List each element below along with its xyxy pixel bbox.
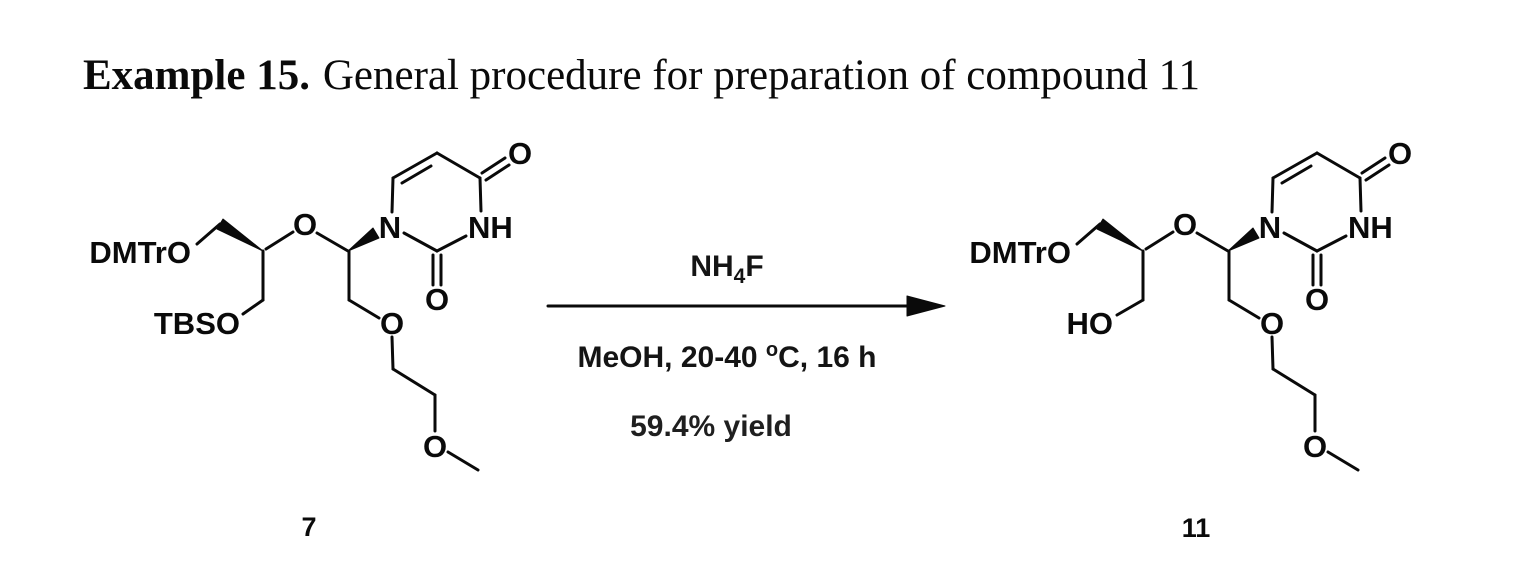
conditions-post: C, 16 h — [778, 341, 877, 374]
title-text: General procedure for preparation of com… — [322, 52, 1200, 99]
c4-oxygen-label: O — [1388, 136, 1412, 171]
chain-oxygen1-label: O — [380, 306, 404, 341]
c2-oxygen-label: O — [1305, 282, 1329, 317]
nh-label: NH — [1348, 210, 1393, 245]
dmtro-label: DMTrO — [969, 235, 1071, 270]
wedge-bond-ch2-stereocenter — [216, 218, 264, 252]
c2-oxygen-label: O — [425, 282, 449, 317]
bond-ch2b-oh — [1115, 298, 1145, 317]
tbso-label: TBSO — [154, 306, 240, 341]
bond-o2-methyl — [446, 450, 480, 472]
bond-o1-ch2d — [1270, 335, 1275, 371]
bond-odmtr-ch2 — [1075, 222, 1102, 246]
c4-carbonyl-line2 — [484, 163, 511, 182]
ether-oxygen-label: O — [1173, 207, 1197, 242]
bond-stereocenter-oether — [1144, 230, 1175, 251]
ring-double-bond-inner — [1280, 164, 1313, 185]
chain-oxygen2-label: O — [1303, 429, 1327, 464]
dmtro-label: DMTrO — [89, 235, 191, 270]
ring-bond-c6-c5 — [391, 151, 439, 180]
chain-oxygen2-label: O — [423, 429, 447, 464]
ring-double-bond-inner — [400, 164, 433, 185]
c4-oxygen-label: O — [508, 136, 532, 171]
reagent-subscript: 4 — [733, 265, 746, 288]
example-heading: Example 15. — [83, 52, 310, 99]
ring-bond-c2-n1 — [402, 231, 439, 253]
ring-bond-c2-n1 — [1282, 231, 1319, 253]
reaction-arrow — [546, 295, 946, 317]
bond-ch2c-o1 — [1227, 298, 1261, 320]
n1-label: N — [1259, 210, 1281, 245]
bond-stereocenter-oether — [264, 230, 295, 251]
ring-bond-c5-c4 — [1315, 151, 1362, 180]
yield-text: 59.4% yield — [630, 410, 792, 443]
compound-11-structure: DMTrO O N NH O O HO O O — [969, 136, 1412, 472]
c4-carbonyl-line1 — [480, 156, 507, 175]
c4-carbonyl-line2 — [1364, 163, 1391, 182]
bond-ch2b-otbs — [241, 298, 265, 316]
ring-bond-c4-n3 — [478, 176, 483, 213]
nh-label: NH — [468, 210, 513, 245]
ether-oxygen-label: O — [293, 207, 317, 242]
n1-label: N — [379, 210, 401, 245]
ring-bond-n3-c2 — [435, 234, 468, 253]
conditions-pre: MeOH, 20-40 — [577, 341, 766, 374]
ring-bond-c4-n3 — [1358, 176, 1363, 213]
compound-7-structure: DMTrO O N NH O O TBSO O O — [89, 136, 532, 472]
wedge-bond-acetal-n1 — [1227, 227, 1260, 252]
ring-bond-n1-c6 — [390, 176, 395, 214]
ring-bond-c5-c4 — [435, 151, 482, 180]
ho-label: HO — [1067, 306, 1114, 341]
bond-ch2d-ch2e — [391, 367, 437, 397]
wedge-bond-acetal-n1 — [347, 227, 380, 252]
chain-oxygen1-label: O — [1260, 306, 1284, 341]
compound-11-number: 11 — [1181, 513, 1211, 543]
ring-bond-c6-c5 — [1271, 151, 1319, 180]
bond-ch2d-ch2e — [1271, 367, 1317, 397]
bond-oether-acetal — [315, 231, 350, 253]
reagent-tail: F — [745, 250, 764, 283]
wedge-bond-ch2-stereocenter — [1096, 218, 1144, 252]
arrow-head — [906, 295, 946, 317]
page-title: Example 15. General procedure for prepara… — [83, 52, 1200, 99]
reagent-text: NH4F — [690, 250, 763, 289]
bond-oether-acetal — [1195, 231, 1230, 253]
bond-o1-ch2d — [390, 335, 395, 371]
c4-carbonyl-line1 — [1360, 156, 1387, 175]
conditions-text: MeOH, 20-40 oC, 16 h — [577, 339, 876, 375]
bond-odmtr-ch2 — [195, 222, 222, 246]
bond-o2-methyl — [1326, 450, 1360, 472]
compound-7-number: 7 — [301, 512, 317, 542]
degree-superscript: o — [765, 339, 779, 361]
bond-ch2c-o1 — [347, 298, 381, 320]
reagent-base: NH — [690, 250, 734, 283]
ring-bond-n3-c2 — [1315, 234, 1348, 253]
ring-bond-n1-c6 — [1270, 176, 1275, 214]
